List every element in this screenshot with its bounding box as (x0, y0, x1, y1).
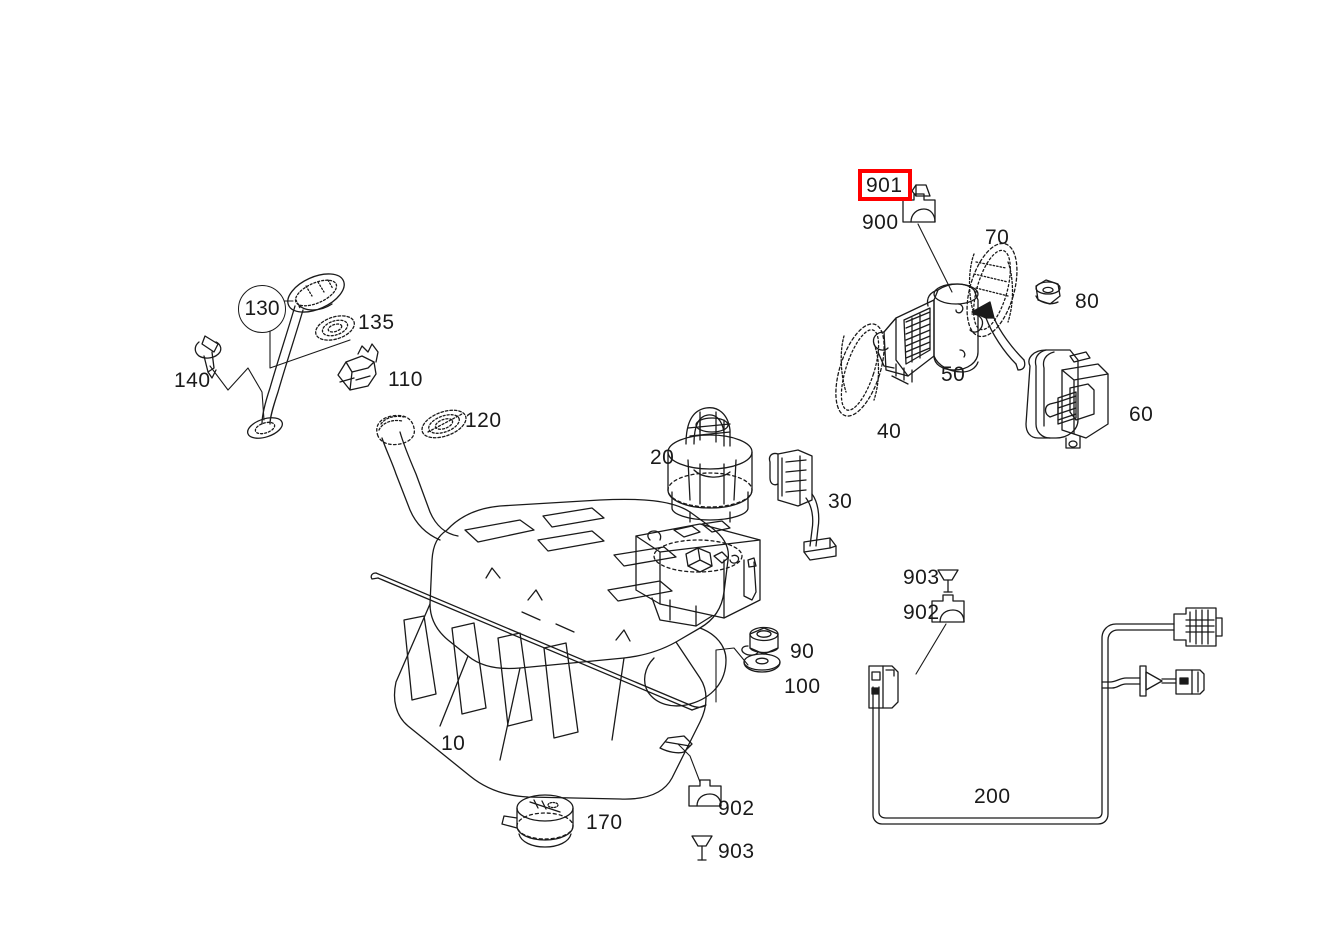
part-label-902-harness: 902 (903, 601, 940, 624)
fuel-pump-module-50 (872, 283, 984, 385)
clamp-120 (421, 409, 467, 439)
filler-neck-pipe (376, 414, 459, 541)
wiring-harness-200 (868, 607, 1223, 825)
part-label-130: 130 (244, 297, 280, 320)
part-label-80: 80 (1075, 290, 1100, 313)
rivet-903-harness (937, 569, 959, 593)
part-label-40: 40 (877, 420, 902, 443)
clip-900 (902, 193, 953, 293)
bracket-110 (337, 343, 379, 391)
part-label-120: 120 (465, 409, 502, 432)
part-label-110: 110 (388, 368, 423, 391)
part-label-900: 900 (862, 211, 899, 234)
part-label-50: 50 (941, 363, 966, 386)
assembly-arrow (971, 301, 1026, 371)
clip-902-harness (915, 594, 965, 675)
clip-902-tank (677, 743, 722, 807)
part-label-140: 140 (174, 369, 211, 392)
fuel-level-sensor-30 (768, 449, 837, 561)
part-label-200: 200 (974, 785, 1011, 808)
part-label-60: 60 (1129, 403, 1154, 426)
cap-valve-170 (501, 794, 574, 848)
fuel-filter-60 (1025, 349, 1109, 449)
part-label-903-harness: 903 (903, 566, 940, 589)
part-label-135: 135 (358, 311, 395, 334)
clip-140 (194, 335, 265, 421)
clamp-135 (315, 315, 355, 341)
part-label-20: 20 (650, 446, 675, 469)
part-label-70: 70 (985, 226, 1010, 249)
part-label-10: 10 (441, 732, 466, 755)
lock-nut-80 (1035, 279, 1061, 305)
washer-100 (715, 647, 781, 703)
seal-ring-40 (835, 323, 885, 417)
part-label-30: 30 (828, 490, 853, 513)
part-label-170: 170 (586, 811, 623, 834)
vent-hose-assembly-130 (247, 273, 351, 439)
pump-housing-on-tank (635, 520, 761, 627)
label-circle-130: 130 (238, 285, 286, 333)
fuel-tank-shape (370, 498, 730, 800)
nut-90 (741, 626, 779, 656)
part-label-903-tank: 903 (718, 840, 755, 863)
highlight-box-901 (858, 169, 912, 201)
part-label-100: 100 (784, 675, 821, 698)
clip-901 (911, 184, 931, 197)
part-label-901: 901 (866, 174, 903, 197)
fuel-delivery-unit-20 (667, 407, 753, 523)
rivet-903-tank (691, 835, 713, 861)
part-label-902-tank: 902 (718, 797, 755, 820)
part-label-90: 90 (790, 640, 815, 663)
seal-ring-70 (966, 242, 1018, 338)
